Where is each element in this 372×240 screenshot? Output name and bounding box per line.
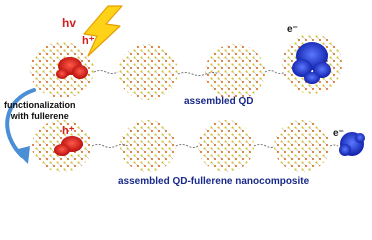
- linker-chain: [91, 144, 129, 148]
- electron-label-bottom: e⁻: [333, 128, 344, 139]
- hole-label-top: h⁺: [82, 35, 95, 47]
- curved-arrow-icon: [5, 88, 36, 158]
- quantum-dot: [274, 120, 330, 172]
- assembled-qd-label: assembled QD: [184, 96, 254, 107]
- quantum-dot: [118, 44, 178, 100]
- photon-label: hv: [62, 16, 77, 30]
- functionalization-label: functionalization with fullerene: [4, 100, 76, 122]
- linker-chain: [329, 144, 339, 147]
- diagram-scene: [5, 5, 365, 172]
- arrow-head: [14, 146, 30, 164]
- assembled-qd-fullerene-label: assembled QD-fullerene nanocomposite: [118, 176, 310, 187]
- linker-chain: [253, 144, 275, 148]
- quantum-dot: [205, 44, 265, 100]
- qd-chain-bottom: [32, 120, 365, 172]
- qd-diagram: hv h⁺ e⁻ assembled QD functionalization …: [4, 5, 365, 187]
- qd-chain-top: [30, 34, 342, 100]
- quantum-dot: [120, 120, 176, 172]
- linker-chain: [177, 72, 220, 76]
- electron-label-top: e⁻: [287, 24, 298, 35]
- functionalization-line-2: with fullerene: [10, 111, 69, 121]
- linker-chain: [93, 70, 119, 74]
- functionalization-line-1: functionalization: [4, 100, 76, 110]
- linker-chain: [175, 144, 199, 148]
- linker-chain: [264, 70, 286, 74]
- quantum-dot: [198, 120, 254, 172]
- hole-label-bottom: h⁺: [62, 125, 75, 137]
- lightning-bolt-icon: [83, 5, 123, 57]
- hole-density: [54, 136, 83, 156]
- fullerene-electron-density: [339, 132, 365, 156]
- hole-density: [56, 57, 88, 79]
- electron-density: [292, 42, 331, 84]
